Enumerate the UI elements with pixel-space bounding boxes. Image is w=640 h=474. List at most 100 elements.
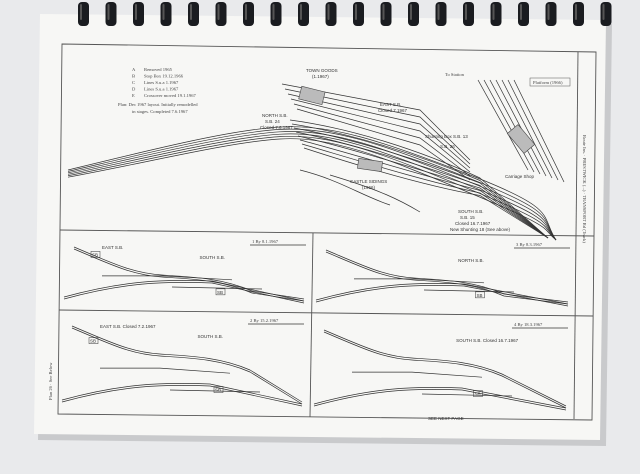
legend-note-1: Plan: Dec 1967 layout. Initially remodel… [118,102,198,107]
drawing-frame [57,43,597,421]
label-sb-26: S.B. 26 [440,144,455,149]
signal-box-icon [213,386,224,393]
ring-highlight [327,4,330,20]
binding-ring [78,2,89,26]
track [73,246,305,300]
legend-text: Lines S.u.a 1.1967 [144,80,179,85]
track [290,98,471,173]
track [313,389,567,411]
label-shunting-box: Shunting Box S.B. 13 [425,134,468,139]
track [301,143,549,239]
castle-sidings-shed [357,158,383,172]
ring-highlight [492,4,495,20]
label-south-sb-sub1: S.B. 15 [460,215,475,220]
binding-ring [545,2,557,26]
track [293,103,471,177]
label-to-station: To Station [445,72,465,77]
ring-highlight [410,4,412,20]
ring-highlight [382,4,385,20]
track [71,327,303,405]
track [67,138,557,241]
signal-box-code: SB [215,388,221,393]
binding-ring [160,2,172,26]
track [299,139,549,239]
track [297,135,549,239]
main-plan-labels: Platform (1966) TOWN GOODS (1.1967) To S… [260,68,571,232]
label-south-sb-sub2: Closed 16.7.1967 [455,221,491,226]
title-box-text: Platform (1966) [533,80,563,85]
signal-box-icon [215,288,226,296]
track [61,383,303,405]
label-east-sb-sub: Closed 7.1967 [378,108,408,113]
track [67,131,557,241]
track [287,93,471,169]
signal-box-code: SB [476,293,482,298]
track [100,367,231,374]
signal-box-label: SOUTH S.B. [200,255,226,260]
track [289,119,549,239]
track [71,325,303,403]
track [507,79,559,181]
binding-ring [270,2,282,26]
ring-highlight [465,4,467,20]
track [513,79,565,183]
label-castle-sidings-sub: (1966) [362,185,376,190]
binding-ring [298,2,309,26]
track [303,147,549,239]
label-castle-sidings: CASTLE SIDINGS [350,179,387,184]
track [325,251,569,305]
label-south-sb-sub3: New Shunting 18 (See above) [450,227,511,232]
track [169,389,261,393]
track [313,387,567,409]
binding-ring [243,2,254,26]
ring-highlight [135,4,137,20]
label-north-sb: NORTH S.B. [262,113,288,118]
signal-box-label: SOUTH S.B. Closed 16.7.1967 [456,338,519,343]
main-track-plan [67,79,565,241]
left-margin-text: Plan 26 · See Below [48,362,53,400]
stage-title: 4 By 18.3.1967 [514,322,543,327]
track [61,385,303,407]
stage-title: 2 By 15.2.1967 [250,318,279,323]
track [315,285,569,307]
legend-key: E [132,93,135,98]
ring-highlight [575,4,577,20]
label-carriage-shop: Carriage Shop [505,174,535,179]
legend-key: D [132,87,136,92]
label-north-sb-sub1: S.B. 24 [265,119,280,124]
track [281,83,471,161]
binding-ring [353,2,364,26]
track [354,278,485,284]
legend-text: Crossover moved 19.1.1967 [144,93,197,98]
ring-highlight [217,4,220,20]
track [67,128,557,241]
track [501,79,553,179]
ring-highlight [602,4,605,20]
legend-key: A [132,67,136,72]
carriage-shed [506,124,536,154]
signal-box-label: SOUTH S.B. [198,334,224,339]
divider-vertical [309,232,314,418]
ring-highlight [162,4,165,20]
binding-ring [518,2,529,26]
track [63,282,305,304]
ring-highlight [245,4,247,20]
track [323,329,567,407]
track [325,249,569,303]
binding-ring [600,2,612,26]
binding-ring [325,2,337,26]
binding-ring [435,2,447,26]
binding-ring [105,2,117,26]
ring-highlight [107,4,110,20]
binding-ring [133,2,144,26]
track [483,79,535,173]
signal-box-code: SB [474,392,480,397]
track [477,79,529,171]
binding-ring [215,2,227,26]
track [421,393,513,397]
ring-highlight [80,4,82,20]
binding-ring [490,2,502,26]
